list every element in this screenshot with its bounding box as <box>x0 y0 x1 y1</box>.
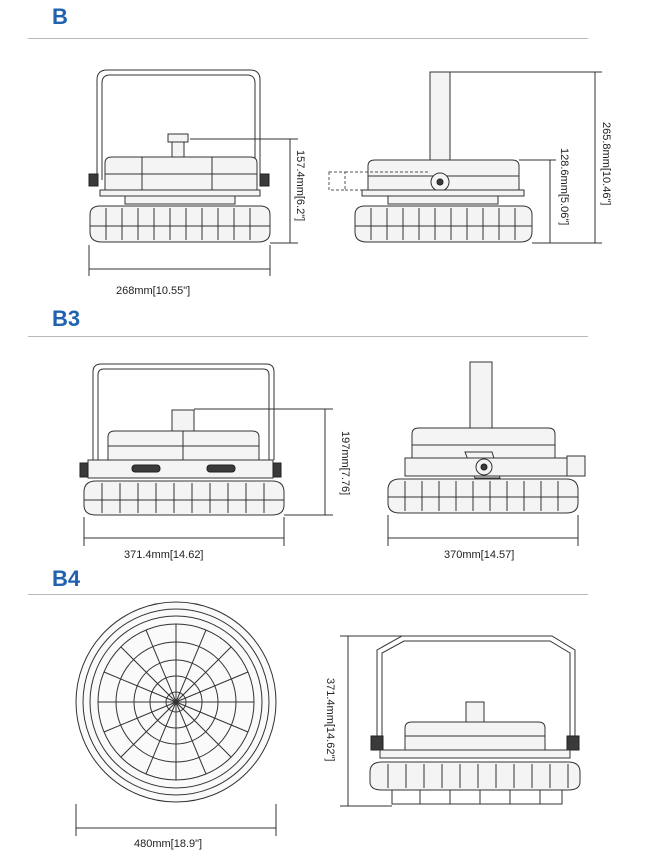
b3-front-width-label: 371.4mm[14.62] <box>124 549 204 561</box>
divider-b <box>28 38 588 39</box>
b4-bottom-dimension-lines <box>75 804 277 836</box>
b4-side-dimension-lines <box>340 635 402 807</box>
b-side-view <box>328 71 533 243</box>
divider-b4 <box>28 594 588 595</box>
b-side-body-height-label: 128.6mm[5.06"] <box>558 148 570 226</box>
b3-front-dimension-lines <box>83 408 333 546</box>
section-title-b3: B3 <box>52 306 81 331</box>
b-front-width-label: 268mm[10.55"] <box>116 285 191 297</box>
b4-bottom-view <box>75 601 277 803</box>
b3-side-dimension-lines <box>387 515 579 546</box>
b4-side-view <box>369 635 581 805</box>
b3-front-height-label: 197mm[7.76] <box>339 431 351 496</box>
section-title-b4: B4 <box>52 566 81 591</box>
b-front-dimension-lines <box>88 138 298 276</box>
b3-side-view <box>387 361 586 514</box>
b4-side-height-label: 371.4mm[14.62"] <box>324 678 336 762</box>
b4-bottom-width-label: 480mm[18.9"] <box>134 838 203 850</box>
section-title-b: B <box>52 4 68 29</box>
b-side-total-height-label: 265.8mm[10.46"] <box>600 122 612 206</box>
b-side-dimension-lines <box>450 71 602 244</box>
divider-b3 <box>28 336 588 337</box>
b-front-height-label: 157.4mm[6.2"] <box>294 150 306 222</box>
b3-front-view <box>79 363 285 516</box>
b3-side-width-label: 370mm[14.57] <box>444 549 515 561</box>
b-front-view <box>88 69 271 243</box>
